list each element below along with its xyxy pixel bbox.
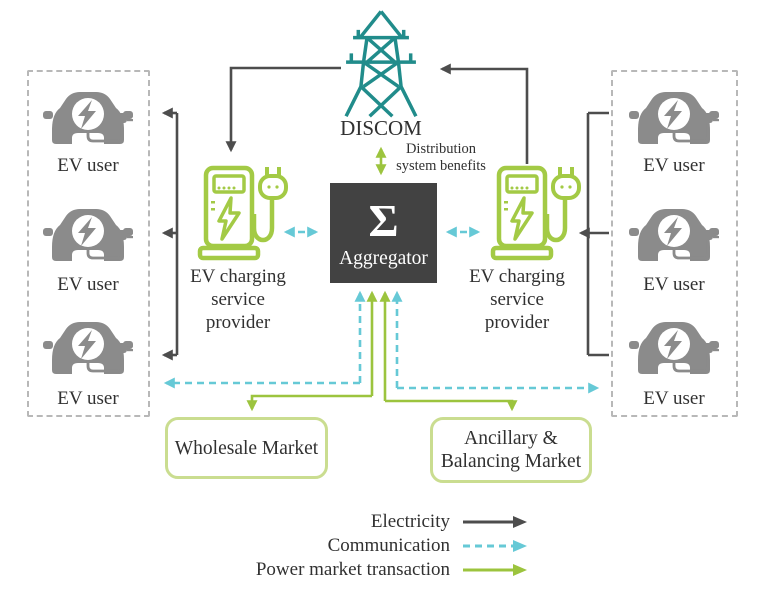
ancillary-market-line1: Ancillary & [464,428,558,449]
ev-user-label: EV user [643,388,705,409]
ev-user-label: EV user [57,155,119,176]
sigma-symbol: Σ [368,194,399,246]
ev-car-icon [38,84,138,152]
distribution-note-line2: system benefits [396,158,486,174]
ancillary-market-line2: Balancing Market [440,451,582,472]
legend-communication-label: Communication [327,534,450,556]
charging-station-icon [489,164,585,264]
provider-right-line3: provider [484,312,550,333]
distribution-note: Distribution system benefits [385,141,497,175]
ev-car-icon [624,314,724,382]
discom-label: DISCOM [340,116,422,140]
legend-row-power-market: Power market transaction [238,559,527,580]
ev-user-group-right [611,70,738,417]
power-market-arrow-icon [463,563,527,576]
legend-row-electricity: Electricity [238,511,527,532]
provider-left-line3: provider [205,312,271,333]
ev-user-group-left [27,70,150,417]
charging-station-icon [196,164,292,264]
ev-car-icon [38,314,138,382]
ev-car-icon [38,201,138,269]
transmission-tower-icon [331,8,431,118]
ev-car-icon [624,201,724,269]
provider-right-label: EV charging service provider [447,265,587,334]
provider-right-line1: EV charging [469,266,565,287]
legend: Electricity Communication Power market t… [238,511,527,580]
ev-user-label: EV user [57,274,119,295]
electricity-arrow-icon [463,515,527,528]
provider-left-line2: service [211,289,265,310]
distribution-note-line1: Distribution [405,141,477,157]
wholesale-market-node: Wholesale Market [165,417,328,479]
aggregator-node: Σ Aggregator [330,183,437,283]
aggregator-label: Aggregator [339,247,428,269]
provider-right-line2: service [490,289,544,310]
legend-electricity-label: Electricity [370,510,450,532]
ev-user-label: EV user [643,155,705,176]
ev-user-label: EV user [643,274,705,295]
communication-arrow-icon [463,539,527,552]
ev-user-label: EV user [57,388,119,409]
wholesale-market-label: Wholesale Market [174,437,319,459]
provider-left-label: EV charging service provider [168,265,308,334]
ancillary-market-node: Ancillary & Balancing Market [430,417,592,483]
ev-car-icon [624,84,724,152]
legend-power-market-label: Power market transaction [255,558,450,580]
provider-left-line1: EV charging [190,266,286,287]
legend-row-communication: Communication [238,535,527,556]
